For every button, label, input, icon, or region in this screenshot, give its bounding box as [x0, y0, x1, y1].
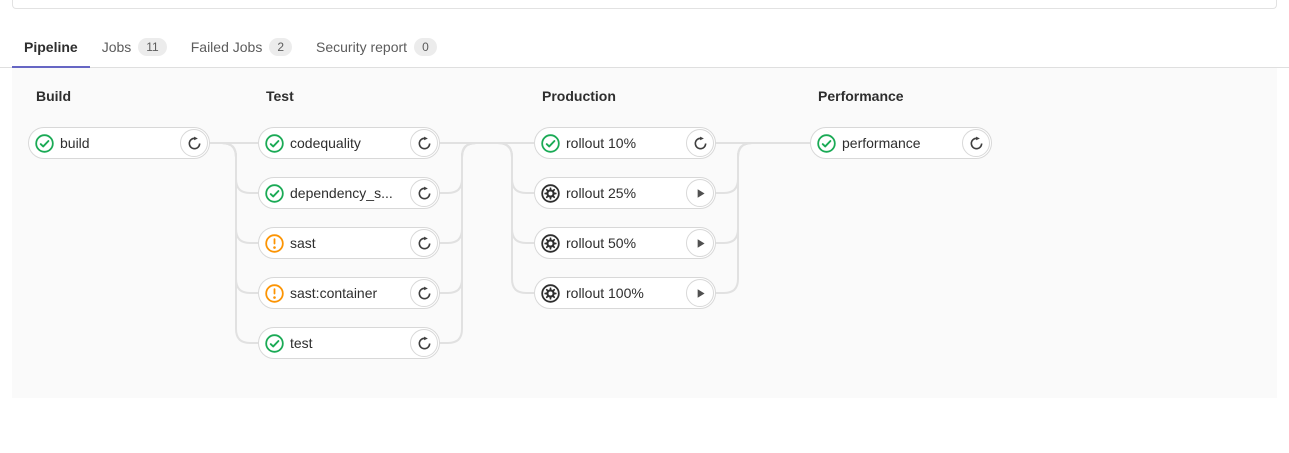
- retry-button[interactable]: [410, 329, 438, 357]
- pipeline-tab-bar: Pipeline Jobs 11 Failed Jobs 2 Security …: [0, 28, 1289, 68]
- status-success-icon: [265, 133, 284, 153]
- jobs-count-badge: 11: [138, 38, 167, 56]
- retry-button[interactable]: [962, 129, 990, 157]
- retry-button[interactable]: [410, 279, 438, 307]
- tab-failed-jobs[interactable]: Failed Jobs 2: [179, 28, 304, 68]
- job-rollout-25[interactable]: rollout 25%: [534, 177, 716, 209]
- job-dependency-s[interactable]: dependency_s...: [258, 177, 440, 209]
- tab-jobs[interactable]: Jobs 11: [90, 28, 179, 68]
- job-label: codequality: [290, 135, 361, 151]
- play-button[interactable]: [686, 229, 714, 257]
- retry-button[interactable]: [410, 229, 438, 257]
- job-build[interactable]: build: [28, 127, 210, 159]
- tab-pipeline-label: Pipeline: [24, 39, 78, 55]
- tab-security-report-label: Security report: [316, 39, 408, 55]
- job-label: rollout 25%: [566, 185, 637, 201]
- job-label: dependency_s...: [290, 185, 393, 201]
- tab-failed-jobs-label: Failed Jobs: [190, 39, 263, 55]
- job-sast[interactable]: sast: [258, 227, 440, 259]
- job-sast-container[interactable]: sast:container: [258, 277, 440, 309]
- job-rollout-10[interactable]: rollout 10%: [534, 127, 716, 159]
- tab-pipeline[interactable]: Pipeline: [12, 28, 90, 68]
- job-label: test: [290, 335, 313, 351]
- status-success-icon: [817, 133, 836, 153]
- job-rollout-100[interactable]: rollout 100%: [534, 277, 716, 309]
- stage-header-production: Production: [542, 88, 616, 104]
- status-success-icon: [541, 133, 560, 153]
- status-success-icon: [265, 183, 284, 203]
- stage-header-build: Build: [36, 88, 71, 104]
- retry-button[interactable]: [686, 129, 714, 157]
- job-test[interactable]: test: [258, 327, 440, 359]
- pipeline-connectors: [210, 142, 810, 344]
- status-warning-icon: [265, 283, 284, 303]
- job-rollout-50[interactable]: rollout 50%: [534, 227, 716, 259]
- status-manual-icon: [541, 283, 560, 303]
- retry-button[interactable]: [410, 129, 438, 157]
- failed-jobs-count-badge: 2: [269, 38, 293, 56]
- cutoff-panel-bottom-edge: [12, 0, 1277, 9]
- security-report-count-badge: 0: [414, 38, 437, 56]
- status-warning-icon: [265, 233, 284, 253]
- job-label: rollout 10%: [566, 135, 637, 151]
- job-label: sast: [290, 235, 316, 251]
- stage-header-performance: Performance: [818, 88, 904, 104]
- retry-button[interactable]: [410, 179, 438, 207]
- pipeline-graph: Build build Test codequality dependency_s...…: [12, 68, 1277, 398]
- stage-header-test: Test: [266, 88, 294, 104]
- job-codequality[interactable]: codequality: [258, 127, 440, 159]
- job-label: build: [60, 135, 90, 151]
- status-manual-icon: [541, 183, 560, 203]
- play-button[interactable]: [686, 179, 714, 207]
- retry-button[interactable]: [180, 129, 208, 157]
- job-label: rollout 100%: [566, 285, 644, 301]
- job-performance[interactable]: performance: [810, 127, 992, 159]
- tab-jobs-label: Jobs: [101, 39, 132, 55]
- status-success-icon: [265, 333, 284, 353]
- job-label: rollout 50%: [566, 235, 637, 251]
- tab-security-report[interactable]: Security report 0: [304, 28, 449, 68]
- job-label: sast:container: [290, 285, 378, 301]
- status-success-icon: [35, 133, 54, 153]
- play-button[interactable]: [686, 279, 714, 307]
- status-manual-icon: [541, 233, 560, 253]
- job-label: performance: [842, 135, 921, 151]
